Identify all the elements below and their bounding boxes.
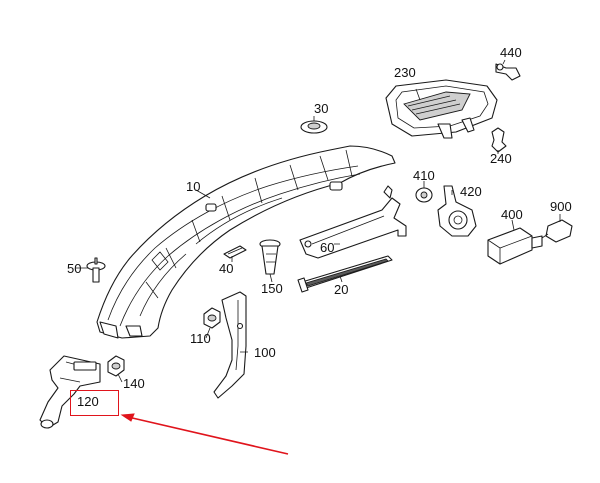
part-400-housing [487, 227, 543, 265]
part-440-bracket [495, 63, 521, 81]
part-110-nut [203, 307, 221, 329]
label-part-240: 240 [490, 151, 512, 166]
part-900-connector [541, 219, 573, 243]
part-140-nut [107, 355, 125, 377]
label-part-410: 410 [413, 168, 435, 183]
label-part-230: 230 [394, 65, 416, 80]
highlight-box [70, 390, 119, 416]
label-part-40: 40 [219, 261, 234, 276]
label-part-60: 60 [320, 240, 335, 255]
label-part-900: 900 [550, 199, 572, 214]
part-230-tray [385, 79, 498, 139]
label-part-150: 150 [261, 281, 283, 296]
part-420-bracket [437, 185, 477, 237]
highlight-arrow [120, 413, 289, 455]
part-50-rivet [86, 257, 106, 283]
part-240-clip [491, 127, 507, 153]
part-150-clip [259, 239, 281, 275]
label-part-120: 120 [77, 394, 99, 409]
part-40-clip [223, 245, 247, 259]
label-part-100: 100 [254, 345, 276, 360]
label-part-30: 30 [314, 101, 329, 116]
label-part-10: 10 [186, 179, 201, 194]
part-60-bracket [299, 185, 407, 259]
part-410-grommet [415, 187, 433, 203]
part-20-strip [297, 255, 393, 293]
label-part-400: 400 [501, 207, 523, 222]
label-part-50: 50 [67, 261, 82, 276]
label-part-110: 110 [190, 331, 211, 346]
label-part-20: 20 [334, 282, 349, 297]
label-part-140: 140 [123, 376, 145, 391]
leader-lines [76, 59, 561, 383]
label-part-420: 420 [460, 184, 482, 199]
part-30-seal-ring [300, 120, 328, 134]
part-10-fender-liner [96, 145, 396, 339]
label-part-440: 440 [500, 45, 522, 60]
part-100-bracket [213, 291, 247, 399]
